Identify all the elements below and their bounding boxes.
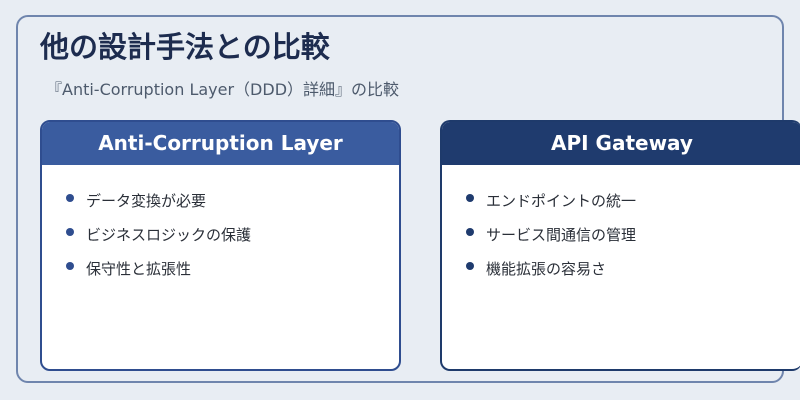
card-title: API Gateway <box>442 122 800 165</box>
feature-list: データ変換が必要 ビジネスロジックの保護 保守性と拡張性 <box>42 165 399 285</box>
list-item-label: 保守性と拡張性 <box>86 259 192 278</box>
comparison-card-anti-corruption-layer: Anti-Corruption Layer データ変換が必要 ビジネスロジックの… <box>40 120 401 371</box>
list-item-label: サービス間通信の管理 <box>486 225 637 244</box>
bullet-icon <box>66 228 74 236</box>
comparison-card-api-gateway: API Gateway エンドポイントの統一 サービス間通信の管理 機能拡張の容… <box>440 120 800 371</box>
page-title: 他の設計手法との比較 <box>40 30 330 64</box>
page-subtitle: 『Anti-Corruption Layer（DDD）詳細』の比較 <box>46 80 400 99</box>
card-title: Anti-Corruption Layer <box>42 122 399 165</box>
list-item: ビジネスロジックの保護 <box>66 217 399 251</box>
list-item: エンドポイントの統一 <box>466 183 800 217</box>
list-item: データ変換が必要 <box>66 183 399 217</box>
bullet-icon <box>66 262 74 270</box>
bullet-icon <box>466 194 474 202</box>
list-item: 保守性と拡張性 <box>66 251 399 285</box>
list-item-label: データ変換が必要 <box>86 191 207 210</box>
list-item-label: ビジネスロジックの保護 <box>86 225 252 244</box>
bullet-icon <box>466 228 474 236</box>
bullet-icon <box>466 262 474 270</box>
feature-list: エンドポイントの統一 サービス間通信の管理 機能拡張の容易さ <box>442 165 800 285</box>
list-item-label: エンドポイントの統一 <box>486 191 637 210</box>
list-item-label: 機能拡張の容易さ <box>486 259 607 278</box>
list-item: サービス間通信の管理 <box>466 217 800 251</box>
list-item: 機能拡張の容易さ <box>466 251 800 285</box>
bullet-icon <box>66 194 74 202</box>
